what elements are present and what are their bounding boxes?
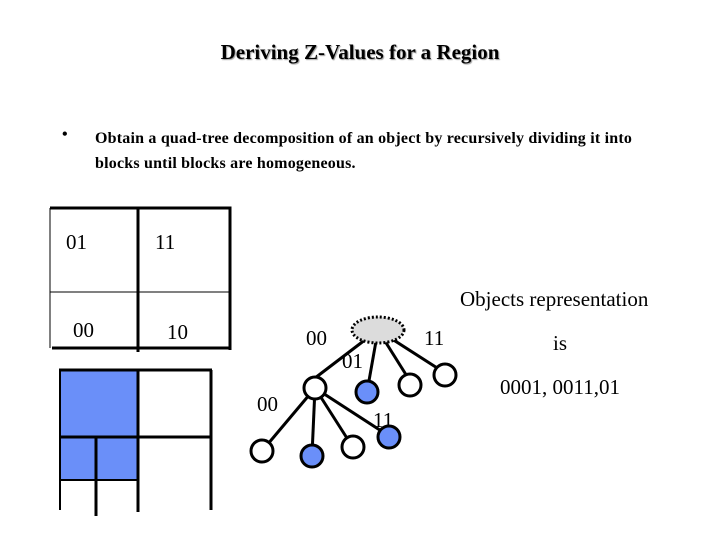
tree-node-00 [302,375,328,401]
representation-heading: Objects representation [460,287,649,311]
region-filled-block-small [97,437,138,479]
quadrant-grid [49,206,232,352]
tree-leaf-000 [249,438,275,464]
tree-leaf-011 [376,424,402,450]
tree-node-01 [354,379,380,405]
tree-label-00-right: 00 [306,326,327,350]
tree-node-11 [432,362,458,388]
tree-label-11-lower: 11 [373,408,394,432]
bullet-text: Obtain a quad-tree decomposition of an o… [95,130,633,172]
slide-title: Deriving Z-Values for a Region [220,40,500,64]
tree-leaf-010 [340,434,366,460]
tree-label-01: 01 [342,349,363,373]
region-grid [59,368,213,516]
tree-leaf-001 [299,443,325,469]
quadrant-label-01: 01 [66,230,87,254]
quadrant-label-10: 10 [167,320,188,344]
quadrant-label-00: 00 [73,318,94,342]
grid-outer-top-right-edge [50,206,232,350]
tree-node-10 [397,372,423,398]
representation-value: 0001, 0011,01 [500,375,620,399]
tree-label-00-left: 00 [257,392,278,416]
bullet-marker: • [62,126,68,143]
tree-label-11: 11 [424,326,445,350]
tree-edge-00-011 [314,386,390,438]
quadrant-label-11: 11 [155,230,176,254]
representation-is: is [553,331,568,355]
tree-root-node [350,315,406,345]
tree-edge-00-000 [260,387,317,452]
